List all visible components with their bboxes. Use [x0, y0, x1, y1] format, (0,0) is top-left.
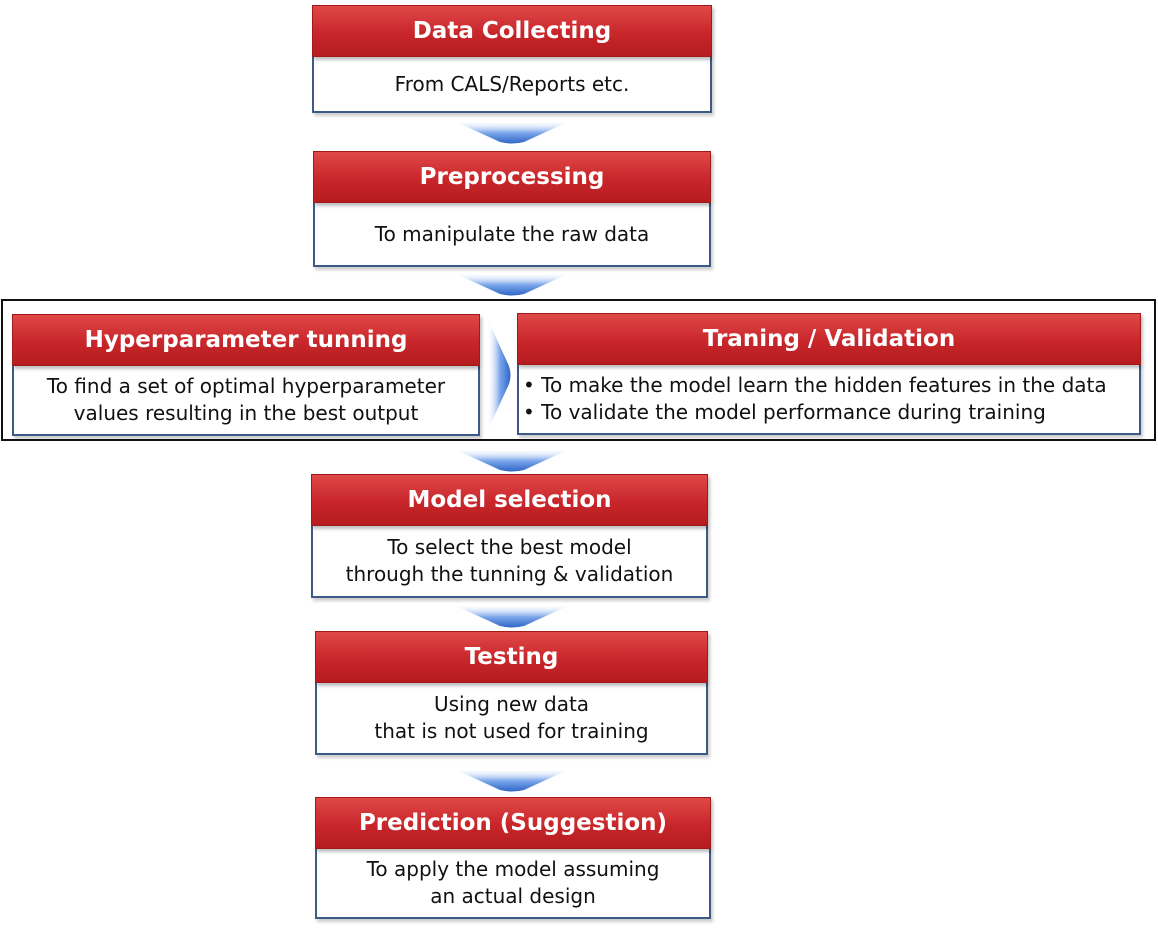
bullet-item: To validate the model performance during… [523, 399, 1046, 426]
step-description-line: Using new data [433, 692, 590, 716]
step-description: To select the best model through the tun… [311, 526, 708, 598]
step-description: To find a set of optimal hyperparameter … [12, 366, 480, 436]
down-arrow-icon [452, 448, 572, 472]
step-title: Prediction (Suggestion) [315, 797, 711, 849]
step-description-line: To select the best model [387, 535, 632, 559]
right-arrow-icon [487, 318, 511, 432]
tuning-training-group [1, 299, 1156, 441]
step-testing: Testing Using new data that is not used … [315, 631, 708, 755]
step-data-collecting: Data Collecting From CALS/Reports etc. [312, 5, 712, 113]
step-training-validation: Traning / Validation To make the model l… [517, 313, 1141, 435]
step-model-selection: Model selection To select the best model… [311, 474, 708, 598]
step-title: Preprocessing [313, 151, 711, 203]
step-title: Model selection [311, 474, 708, 526]
step-description-line: To apply the model assuming [366, 857, 660, 881]
step-description: From CALS/Reports etc. [312, 57, 712, 113]
down-arrow-icon [452, 768, 572, 792]
step-description-line: values resulting in the best output [73, 401, 419, 425]
step-description-line: that is not used for training [374, 719, 649, 743]
step-preprocessing: Preprocessing To manipulate the raw data [313, 151, 711, 267]
bullet-item: To make the model learn the hidden featu… [523, 372, 1106, 399]
step-description-line: To find a set of optimal hyperparameter [46, 374, 446, 398]
down-arrow-icon [452, 120, 572, 144]
down-arrow-icon [452, 272, 572, 296]
step-description: To apply the model assuming an actual de… [315, 849, 711, 919]
step-hyperparameter-tuning: Hyperparameter tunning To find a set of … [12, 314, 480, 436]
step-description-line: From CALS/Reports etc. [394, 71, 630, 96]
step-description: Using new data that is not used for trai… [315, 683, 708, 755]
step-description-line: through the tunning & validation [345, 562, 674, 586]
step-description: To manipulate the raw data [313, 203, 711, 267]
step-title: Data Collecting [312, 5, 712, 57]
step-title: Testing [315, 631, 708, 683]
step-prediction: Prediction (Suggestion) To apply the mod… [315, 797, 711, 919]
step-title: Traning / Validation [517, 313, 1141, 365]
down-arrow-icon [452, 604, 572, 628]
step-description-line: an actual design [430, 884, 596, 908]
step-description: To make the model learn the hidden featu… [517, 365, 1141, 435]
step-description-line: To manipulate the raw data [374, 221, 650, 246]
step-title: Hyperparameter tunning [12, 314, 480, 366]
